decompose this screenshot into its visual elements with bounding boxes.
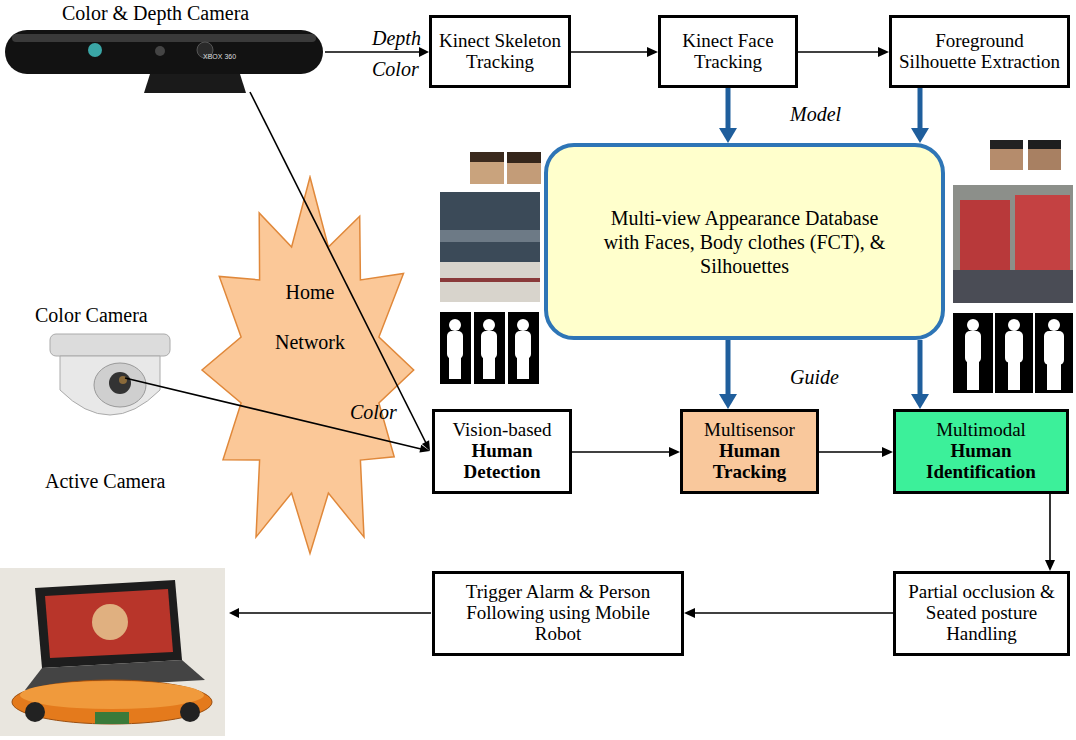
node-text: Human Detection bbox=[441, 441, 563, 483]
device-label: Color & Depth Camera bbox=[62, 2, 249, 25]
flow-arrow bbox=[571, 47, 658, 57]
kinect-sensor bbox=[5, 30, 323, 93]
process-box: MultimodalHuman Identification bbox=[893, 409, 1069, 494]
guide-arrow bbox=[719, 88, 737, 143]
node-text: Multimodal bbox=[936, 420, 1026, 441]
guide-arrow bbox=[719, 340, 737, 409]
node-text: Multisensor bbox=[704, 420, 795, 441]
process-box: Vision-basedHuman Detection bbox=[432, 409, 572, 494]
adult-thumbnails bbox=[953, 140, 1073, 393]
signal-label: Color bbox=[372, 58, 419, 81]
process-box: Trigger Alarm & Person Following using M… bbox=[432, 571, 684, 656]
flow-arrow bbox=[1045, 494, 1055, 571]
active-camera bbox=[50, 334, 170, 415]
database-box: Multi-view Appearance Database with Face… bbox=[544, 143, 945, 340]
flow-arrow bbox=[572, 447, 680, 457]
node-text: Partial occlusion & Seated posture Handl… bbox=[907, 582, 1057, 645]
node-text: Human Identification bbox=[902, 441, 1060, 483]
node-text: Vision-based bbox=[452, 420, 551, 441]
device-label: Color Camera bbox=[35, 304, 148, 327]
node-text: Kinect Skeleton Tracking bbox=[438, 31, 562, 73]
guide-arrow bbox=[911, 88, 929, 143]
starburst-outline bbox=[200, 175, 420, 565]
device-logo: XBOX 360 bbox=[203, 53, 236, 60]
flow-label: Guide bbox=[790, 366, 839, 389]
signal-label: Depth bbox=[372, 27, 421, 50]
mobile-robot bbox=[0, 568, 225, 736]
node-text: Human Tracking bbox=[689, 441, 810, 483]
node-text: Trigger Alarm & Person Following using M… bbox=[466, 582, 651, 645]
node-text: Multi-view Appearance Database with Face… bbox=[595, 206, 895, 278]
process-box: MultisensorHuman Tracking bbox=[680, 409, 819, 494]
network-starburst: Home Network bbox=[200, 175, 420, 565]
flow-arrow bbox=[798, 47, 889, 57]
flow-arrow bbox=[684, 608, 893, 618]
node-text: Kinect Face Tracking bbox=[667, 31, 789, 73]
signal-label: Color bbox=[350, 401, 397, 424]
flow-label: Model bbox=[790, 103, 841, 126]
node-text: Home Network bbox=[265, 267, 355, 367]
device-label: Active Camera bbox=[45, 470, 166, 493]
child-thumbnails bbox=[440, 152, 541, 384]
process-box: Kinect Face Tracking bbox=[658, 15, 798, 88]
node-text: Foreground Silhouette Extraction bbox=[898, 31, 1061, 73]
flow-arrow bbox=[819, 447, 893, 457]
process-box: Partial occlusion & Seated posture Handl… bbox=[893, 571, 1070, 656]
process-box: Foreground Silhouette Extraction bbox=[889, 15, 1070, 88]
process-box: Kinect Skeleton Tracking bbox=[429, 15, 571, 88]
guide-arrow bbox=[911, 340, 929, 409]
